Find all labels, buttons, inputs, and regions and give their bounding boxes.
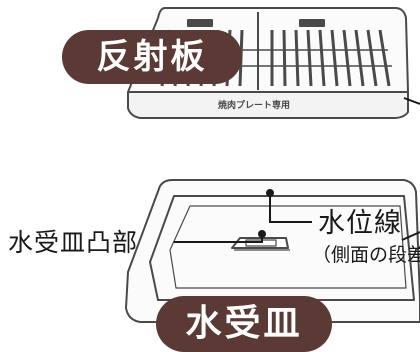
reflector-label: 反射板 [62, 30, 242, 84]
water-line-note: （側面の段差 [312, 244, 420, 266]
leader-line [174, 97, 420, 243]
water-line-label: 水位線 [318, 208, 402, 239]
tray-protrusion-label: 水受皿凸部 [8, 228, 139, 257]
plate-marking-text: 焼肉プレート専用 [218, 99, 290, 111]
water-tray-label: 水受皿 [156, 296, 332, 352]
